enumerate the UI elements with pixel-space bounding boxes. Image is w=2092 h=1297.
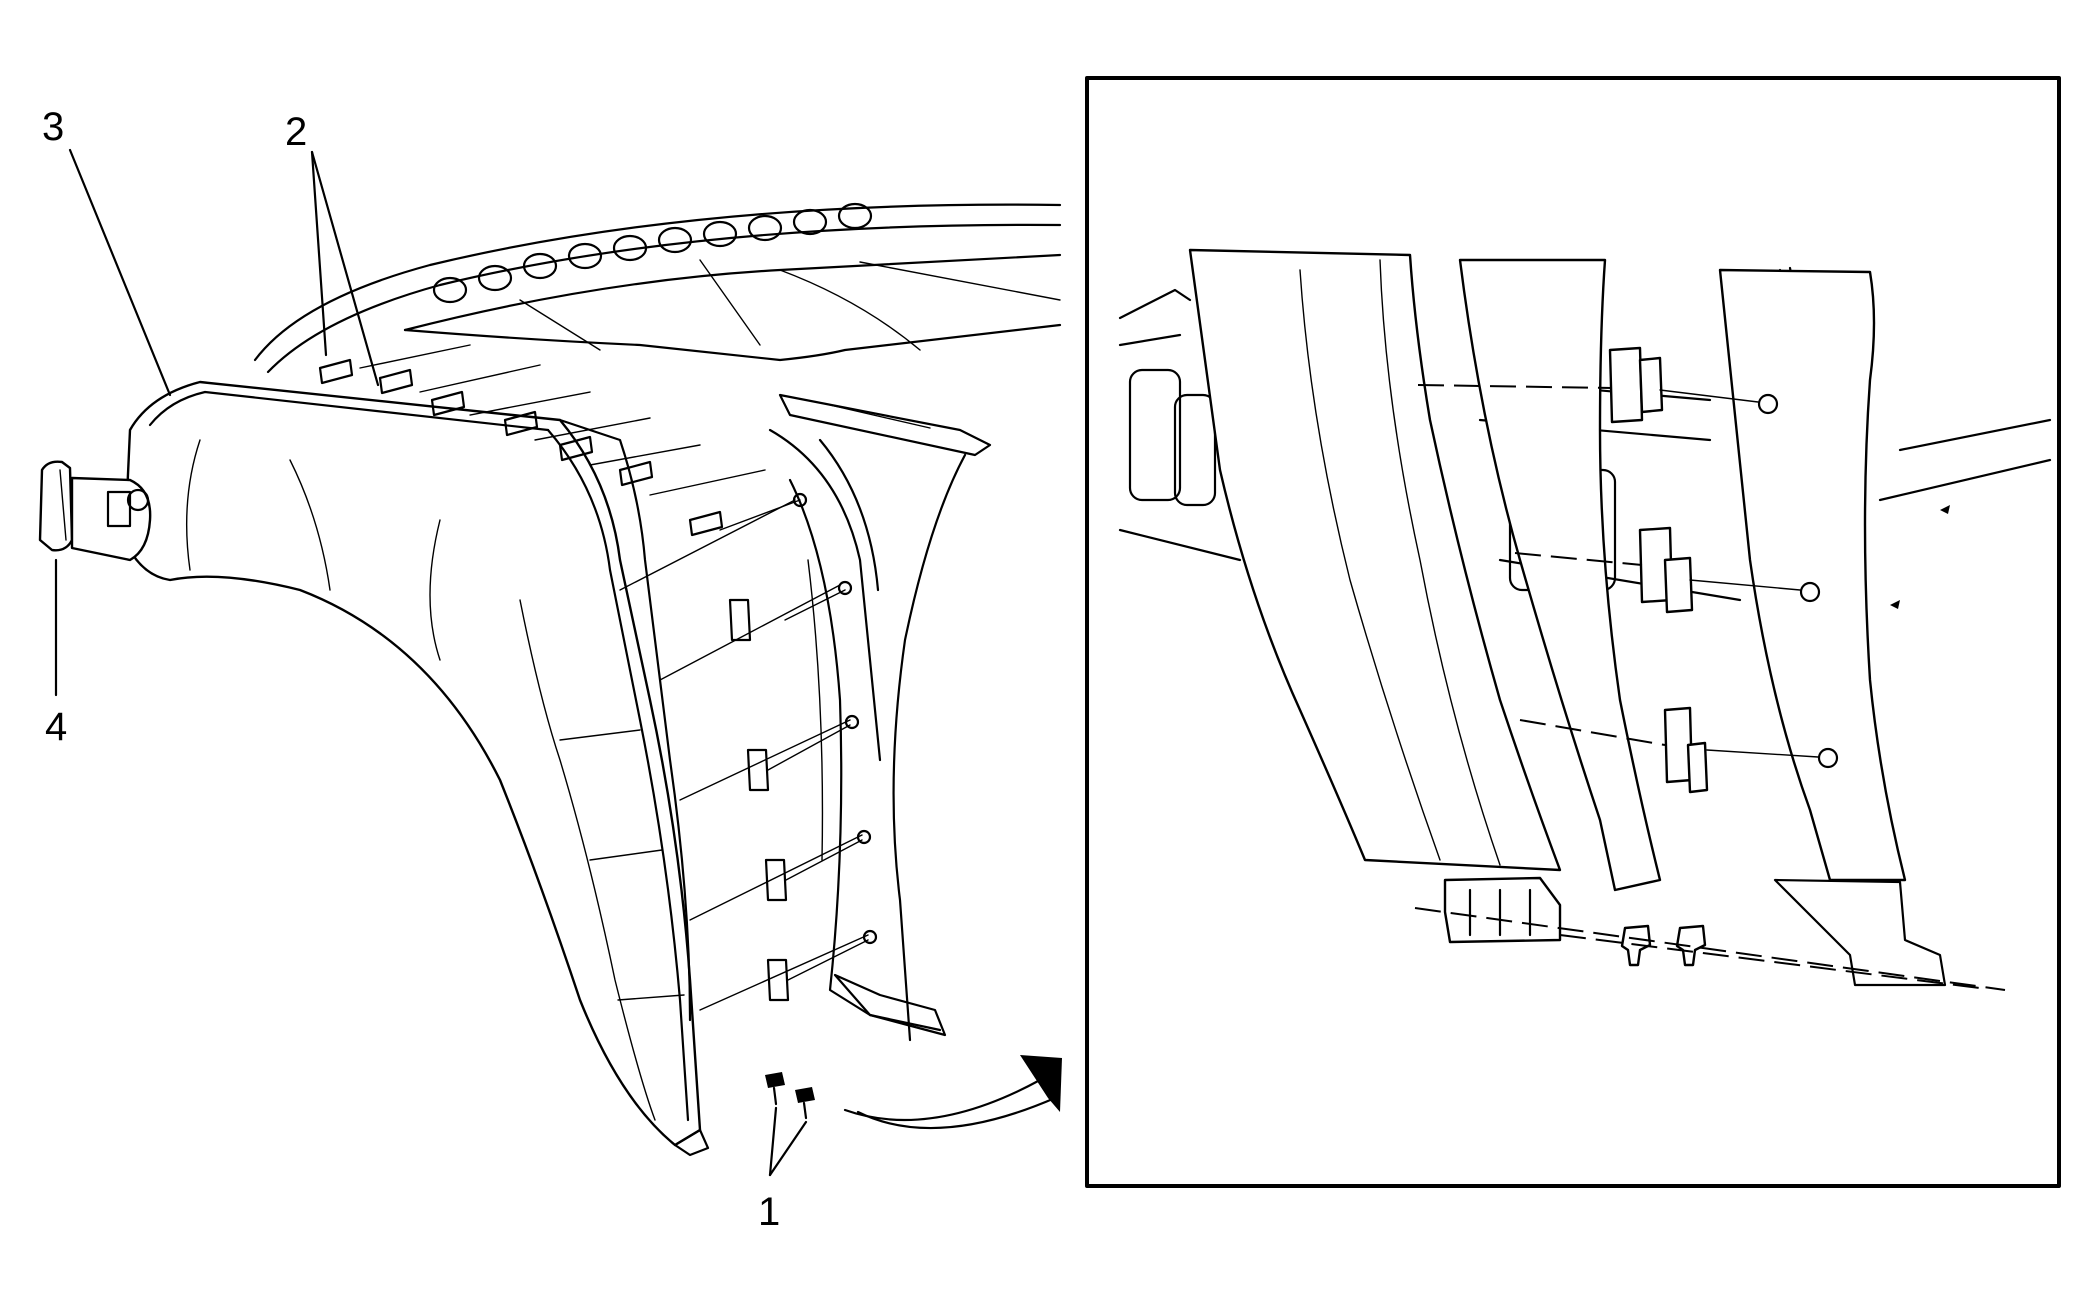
hood-and-cowl	[253, 202, 1062, 457]
detail-retainer-clips	[1443, 346, 1709, 944]
flare-end-cap	[38, 460, 152, 562]
flare-retainer-tabs-top	[318, 358, 790, 1002]
detail-frame	[1085, 76, 2061, 1188]
leader-lines	[54, 148, 808, 1177]
fender-flare	[123, 380, 710, 1157]
callout-1: 1	[758, 1190, 780, 1234]
push-pin-fasteners	[765, 1072, 815, 1120]
callout-2: 2	[285, 110, 307, 154]
attachment-guide-lines	[359, 344, 878, 1011]
detail-flare-front	[1188, 248, 1562, 872]
detail-transfer-arrow	[843, 1055, 1062, 1130]
callout-4: 4	[45, 705, 67, 749]
main-exploded-view: 3 2 4 1	[38, 105, 1062, 1234]
body-side-panel	[768, 428, 967, 1042]
cowl-vents	[432, 202, 873, 304]
callout-3: 3	[42, 105, 64, 149]
detail-flare-rear	[1458, 258, 1947, 987]
detail-alignment-lines	[1414, 384, 2006, 991]
detail-view	[1085, 76, 2061, 1188]
detail-fasteners	[1620, 924, 1707, 967]
